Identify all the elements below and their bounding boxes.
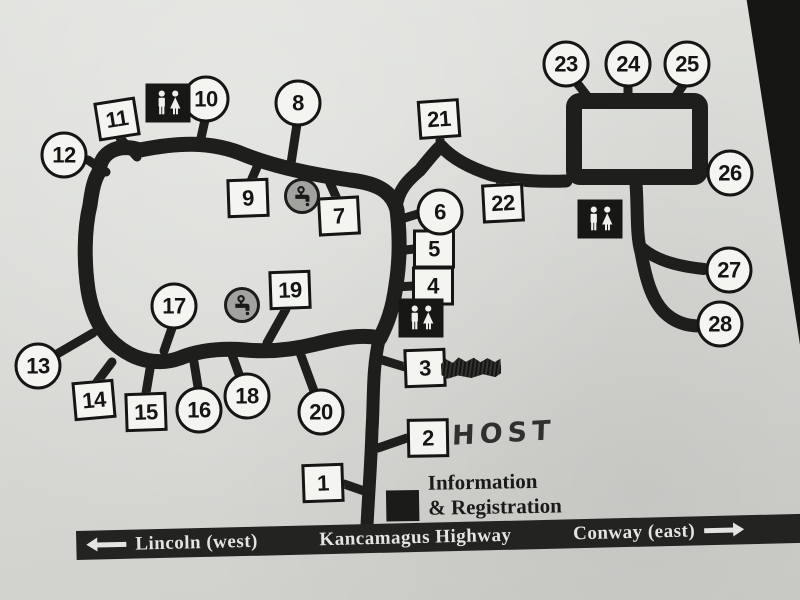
highway-center-label: Kancamagus Highway xyxy=(319,524,512,550)
site-marker-27: 27 xyxy=(705,246,753,294)
highway-west-label: Lincoln (west) xyxy=(135,530,259,555)
site-marker-15: 15 xyxy=(124,391,168,433)
highway-west: Lincoln (west) xyxy=(96,530,258,556)
road-east-loop xyxy=(566,93,708,185)
site-marker-3: 3 xyxy=(403,347,447,389)
site-marker-2: 2 xyxy=(406,418,450,458)
site-marker-28: 28 xyxy=(696,300,744,348)
site-marker-12: 12 xyxy=(40,131,88,179)
site-marker-11: 11 xyxy=(93,96,141,142)
site-marker-14: 14 xyxy=(71,378,117,422)
site-marker-1: 1 xyxy=(301,462,345,504)
road-south-spur xyxy=(629,177,707,333)
road-west-loop xyxy=(77,136,407,370)
site-marker-26: 26 xyxy=(706,149,754,197)
info-registration-swatch xyxy=(385,489,420,522)
site-marker-25: 25 xyxy=(663,40,711,88)
faucet-glyph xyxy=(234,294,249,315)
restroom-figures xyxy=(590,206,612,230)
site-marker-9: 9 xyxy=(226,177,270,219)
water-spigot-icon xyxy=(284,178,320,214)
site-marker-6: 6 xyxy=(416,188,464,236)
site-marker-5: 5 xyxy=(413,229,455,269)
site-marker-8: 8 xyxy=(274,79,322,127)
restroom-figures xyxy=(411,305,433,329)
legend-line2: & Registration xyxy=(428,493,562,520)
site-marker-17: 17 xyxy=(150,282,198,330)
site-marker-7: 7 xyxy=(317,195,361,237)
restroom-icon xyxy=(577,199,623,239)
restroom-icon xyxy=(145,83,191,123)
site-marker-22: 22 xyxy=(481,182,525,224)
restroom-icon xyxy=(398,298,444,338)
road-entrance xyxy=(359,333,386,553)
site-marker-21: 21 xyxy=(416,98,462,140)
restroom-figures xyxy=(158,90,180,114)
site-marker-24: 24 xyxy=(604,40,652,88)
faucet-glyph xyxy=(294,185,309,206)
site-marker-20: 20 xyxy=(297,388,345,436)
road-spur-27 xyxy=(636,242,710,275)
legend-line1: Information xyxy=(427,468,538,495)
host-note: HOST xyxy=(451,415,556,452)
highway-east: Conway (east) xyxy=(573,519,735,545)
site-marker-19: 19 xyxy=(268,269,312,311)
arrow-right-icon xyxy=(704,527,735,534)
arrow-left-icon xyxy=(96,541,127,548)
highway-east-label: Conway (east) xyxy=(572,519,696,544)
site-marker-13: 13 xyxy=(14,342,62,390)
water-spigot-icon xyxy=(224,287,260,323)
info-registration-legend: Information & Registration xyxy=(385,468,562,522)
site-marker-16: 16 xyxy=(175,386,223,434)
site-marker-23: 23 xyxy=(542,40,590,88)
site-marker-18: 18 xyxy=(223,372,271,420)
